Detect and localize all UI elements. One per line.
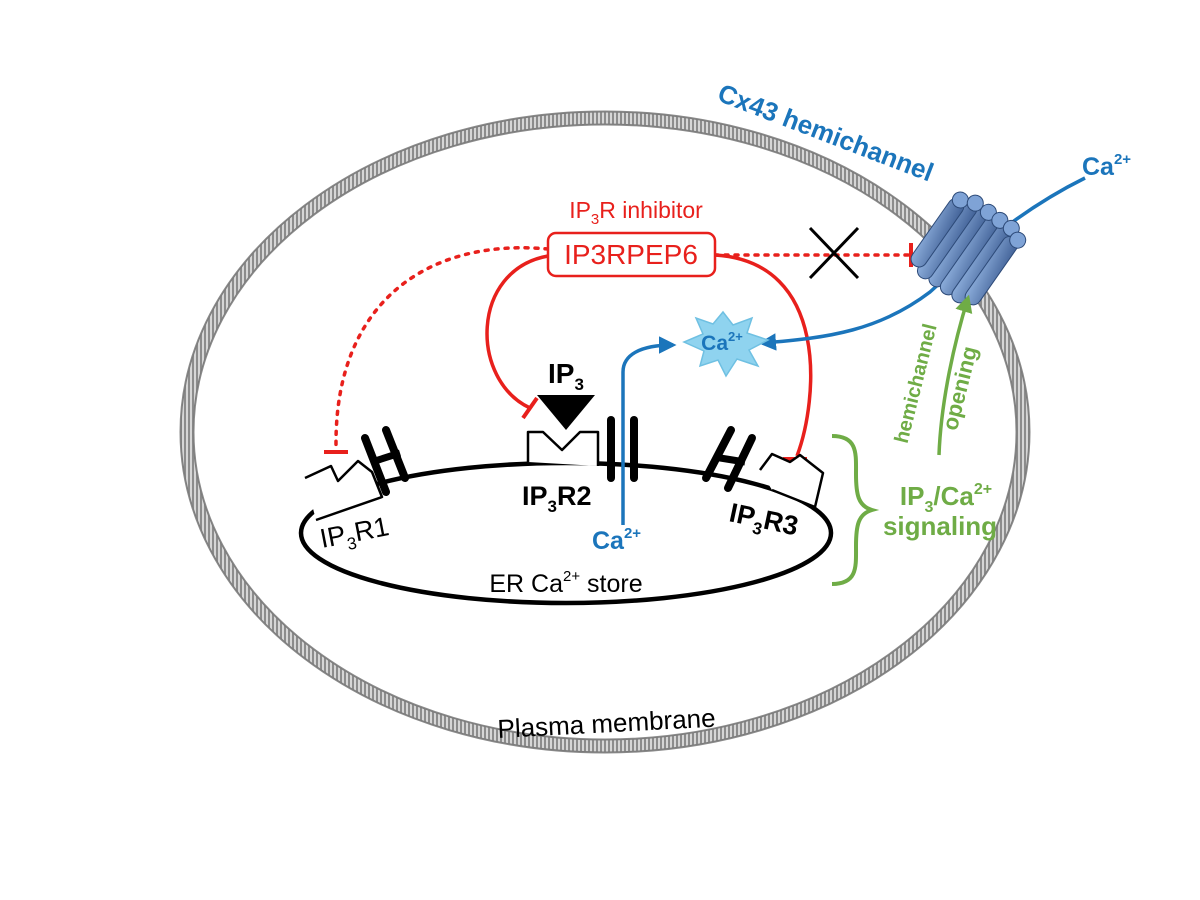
hemichannel-opening-label-2: opening <box>937 344 982 433</box>
ip3r2-label: IP3R2 <box>522 481 592 516</box>
ca-influx-arrow <box>758 176 1086 351</box>
signaling-brace <box>831 434 880 586</box>
hemichannel-opening-arrow <box>937 294 973 456</box>
ca-burst: Ca2+ <box>682 310 770 378</box>
inhibitor-label: IP3R inhibitor <box>569 197 703 228</box>
ca-outside-label: Ca2+ <box>1082 151 1131 181</box>
ip3r2-receptor <box>526 416 638 482</box>
ip3r1-receptor <box>304 426 409 522</box>
ip3r3-receptor <box>702 426 825 509</box>
cross-mark <box>808 226 860 280</box>
ip3r3-label: IP3R3 <box>726 498 801 547</box>
cx43-hemichannel <box>910 191 1027 306</box>
er-store-label: ER Ca2+ store <box>489 568 642 598</box>
ip3r1-label: IP3R1 <box>317 511 392 559</box>
hemichannel-opening-label-1: hemichannel <box>891 322 942 446</box>
ca-er-label: Ca2+ <box>592 525 641 555</box>
ip3-label: IP3 <box>548 358 584 394</box>
ca-cytosol-label: Ca2+ <box>701 329 743 355</box>
signaling-label-line2: signaling <box>883 511 997 541</box>
ip3-ligand <box>537 395 595 430</box>
peptide-label: IP3RPEP6 <box>564 239 698 270</box>
ca-release-arrow <box>621 336 677 525</box>
inhibit-path-ip3r1 <box>334 246 550 447</box>
peptide-box <box>546 231 717 278</box>
signaling-label-line1: IP3/Ca2+ <box>900 481 992 516</box>
inhibit-bar-ip3r2 <box>521 396 539 420</box>
plasma-membrane <box>179 110 1031 754</box>
inhibit-path-ip3r2 <box>485 254 549 410</box>
